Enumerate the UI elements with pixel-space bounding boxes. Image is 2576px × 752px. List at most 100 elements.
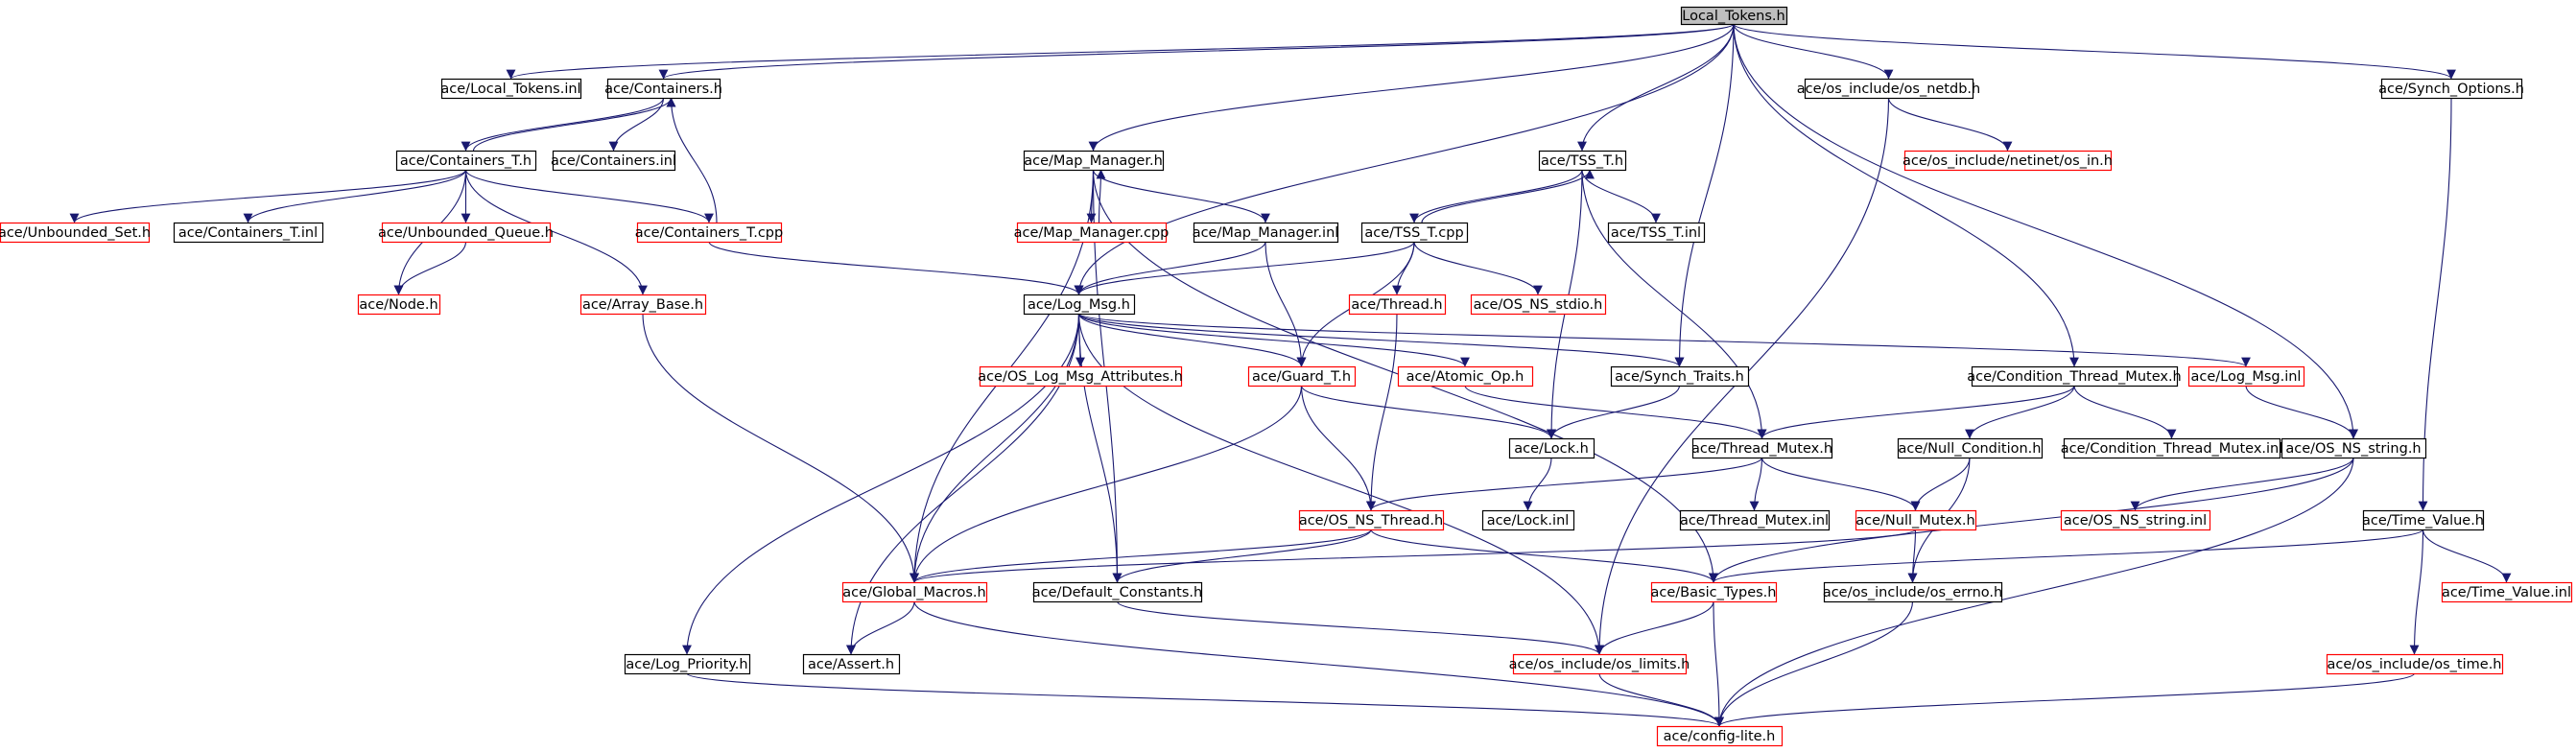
- node-box: [624, 653, 751, 675]
- edge-cond_thread_mutex_h-to-cond_thread_mutex_inl: [2073, 385, 2177, 439]
- node-box: [1397, 365, 1534, 388]
- node-log-msg-h[interactable]: ace/Log_Msg.h: [1023, 294, 1136, 316]
- node-os-ns-thread-h[interactable]: ace/OS_NS_Thread.h: [1299, 509, 1445, 531]
- node-label: ace/OS_NS_string.inl: [2064, 513, 2207, 529]
- node-label: ace/Synch_Options.h: [2378, 82, 2524, 97]
- node-containers-h[interactable]: ace/Containers.h: [604, 78, 722, 100]
- node-thread-mutex-inl[interactable]: ace/Thread_Mutex.inl: [1679, 509, 1831, 531]
- node-box: [2063, 437, 2281, 459]
- node-map-manager-inl[interactable]: ace/Map_Manager.inl: [1193, 222, 1339, 244]
- node-box: [2187, 365, 2305, 388]
- node-label: ace/Log_Msg.inl: [2191, 369, 2302, 385]
- node-default-constants-h[interactable]: ace/Default_Constants.h: [1032, 581, 1202, 603]
- node-box: [1650, 581, 1778, 603]
- node-containers-inl[interactable]: ace/Containers.inl: [551, 150, 676, 172]
- node-os-ns-string-inl[interactable]: ace/OS_NS_string.inl: [2060, 509, 2211, 531]
- node-unbounded-queue-h[interactable]: ace/Unbounded_Queue.h: [378, 222, 554, 244]
- node-containers-t-h[interactable]: ace/Containers_T.h: [395, 150, 537, 172]
- node-os-log-msg-attr-h[interactable]: ace/OS_Log_Msg_Attributes.h: [978, 365, 1183, 388]
- node-lock-inl[interactable]: ace/Lock.inl: [1481, 509, 1575, 531]
- node-containers-t-inl[interactable]: ace/Containers_T.inl: [173, 222, 324, 244]
- edge-map_manager_h-to-map_manager_inl: [1092, 169, 1270, 223]
- node-thread-mutex-h[interactable]: ace/Thread_Mutex.h: [1691, 437, 1833, 459]
- node-cond-thread-mutex-h[interactable]: ace/Condition_Thread_Mutex.h: [1967, 365, 2182, 388]
- edge-guard_t_h-to-os_ns_thread_h: [1300, 385, 1376, 511]
- edges-layer: [69, 23, 2512, 727]
- edge-default_constants_h-to-os_limits_h: [1116, 600, 1604, 655]
- node-global-macros-h[interactable]: ace/Global_Macros.h: [841, 581, 988, 603]
- node-null-mutex-h[interactable]: ace/Null_Mutex.h: [1855, 509, 1977, 531]
- node-log-priority-h[interactable]: ace/Log_Priority.h: [624, 653, 751, 675]
- node-netinet-in-h[interactable]: ace/os_include/netinet/os_in.h: [1902, 150, 2113, 172]
- node-label: ace/Node.h: [359, 297, 437, 313]
- edge-map_manager_cpp-to-map_manager_h: [1096, 169, 1106, 223]
- node-label: ace/Thread_Mutex.inl: [1680, 513, 1829, 529]
- edge-unbounded_queue_h-to-node_h: [393, 241, 467, 295]
- edge-containers_t_h-to-unbounded_set_h: [69, 169, 467, 223]
- edge-containers_t_h-to-containers_h: [472, 97, 676, 152]
- edge-containers_t_cpp-to-containers_h: [666, 97, 718, 223]
- node-null-condition-h[interactable]: ace/Null_Condition.h: [1897, 437, 2044, 459]
- node-map-manager-h[interactable]: ace/Map_Manager.h: [1023, 150, 1165, 172]
- node-label: ace/Log_Msg.h: [1028, 297, 1130, 313]
- node-assert-h[interactable]: ace/Assert.h: [802, 653, 901, 675]
- node-label: ace/OS_Log_Msg_Attributes.h: [978, 369, 1183, 385]
- edge-os_time_h-to-config_lite_h: [1714, 672, 2416, 727]
- node-atomic-op-h[interactable]: ace/Atomic_Op.h: [1397, 365, 1534, 388]
- edge-containers_t_h-to-containers_t_cpp: [464, 169, 714, 223]
- node-containers-t-cpp[interactable]: ace/Containers_T.cpp: [635, 222, 783, 244]
- node-label: ace/Thread.h: [1351, 297, 1442, 313]
- node-label: ace/Null_Mutex.h: [1855, 513, 1974, 529]
- edge-synch_traits_h-to-lock_h: [1547, 385, 1681, 439]
- node-tss-t-cpp[interactable]: ace/TSS_T.cpp: [1360, 222, 1469, 244]
- node-os-time-h[interactable]: ace/os_include/os_time.h: [2326, 653, 2504, 675]
- node-label: ace/Containers_T.inl: [178, 225, 318, 241]
- edge-lock_h-to-lock_inl: [1523, 457, 1552, 511]
- node-time-value-inl[interactable]: ace/Time_Value.inl: [2441, 581, 2573, 603]
- node-os-limits-h[interactable]: ace/os_include/os_limits.h: [1509, 653, 1690, 675]
- node-time-value-h[interactable]: ace/Time_Value.h: [2362, 509, 2485, 531]
- node-label: ace/os_include/os_time.h: [2328, 657, 2502, 672]
- node-lock-h[interactable]: ace/Lock.h: [1508, 437, 1595, 459]
- edge-time_value_h-to-time_value_inl: [2422, 529, 2512, 583]
- edge-array_base_h-to-global_macros_h: [642, 313, 919, 583]
- node-thread-h[interactable]: ace/Thread.h: [1348, 294, 1447, 316]
- edge-tss_t_h-to-tss_t_cpp: [1409, 169, 1583, 223]
- node-box: [1656, 725, 1784, 747]
- node-tss-t-h[interactable]: ace/TSS_T.h: [1538, 150, 1627, 172]
- node-label: ace/Local_Tokens.inl: [440, 82, 580, 97]
- node-label: ace/Default_Constants.h: [1032, 585, 1202, 600]
- node-log-msg-inl[interactable]: ace/Log_Msg.inl: [2187, 365, 2305, 388]
- node-label: ace/Containers_T.h: [400, 153, 532, 169]
- edge-os_ns_thread_h-to-basic_types_h: [1370, 529, 1718, 583]
- node-box: [1348, 294, 1447, 316]
- node-tss-t-inl[interactable]: ace/TSS_T.inl: [1607, 222, 1706, 244]
- node-os-ns-stdio-h[interactable]: ace/OS_NS_stdio.h: [1470, 294, 1607, 316]
- node-local-tokens-inl[interactable]: ace/Local_Tokens.inl: [440, 78, 582, 100]
- node-config-lite-h[interactable]: ace/config-lite.h: [1656, 725, 1784, 747]
- edge-log_msg_h-to-log_priority_h: [682, 313, 1080, 655]
- node-box: [1971, 365, 2179, 388]
- node-guard-t-h[interactable]: ace/Guard_T.h: [1247, 365, 1357, 388]
- node-label: ace/Time_Value.h: [2362, 513, 2484, 529]
- node-label: ace/Assert.h: [808, 657, 894, 672]
- edge-tss_t_cpp-to-os_ns_stdio_h: [1413, 241, 1543, 295]
- node-os-errno-h[interactable]: ace/os_include/os_errno.h: [1823, 581, 2002, 603]
- node-synch-traits-h[interactable]: ace/Synch_Traits.h: [1610, 365, 1750, 388]
- node-node-h[interactable]: ace/Node.h: [357, 294, 441, 316]
- edge-tss_t_h-to-thread_mutex_h: [1581, 169, 1767, 439]
- node-os-ns-string-h[interactable]: ace/OS_NS_string.h: [2281, 437, 2427, 459]
- node-cond-thread-mutex-inl[interactable]: ace/Condition_Thread_Mutex.inl: [2061, 437, 2283, 459]
- node-box: [1903, 150, 2113, 172]
- edge-os_ns_string_h-to-os_ns_string_inl: [2130, 457, 2354, 511]
- edge-containers_t_h-to-containers_t_inl: [243, 169, 467, 223]
- node-os-netdb-h[interactable]: ace/os_include/os_netdb.h: [1797, 78, 1980, 100]
- node-map-manager-cpp[interactable]: ace/Map_Manager.cpp: [1014, 222, 1170, 244]
- edge-os_errno_h-to-config_lite_h: [1714, 600, 1914, 727]
- node-synch-options-h[interactable]: ace/Synch_Options.h: [2378, 78, 2524, 100]
- node-label: ace/Unbounded_Queue.h: [378, 225, 554, 241]
- node-array-base-h[interactable]: ace/Array_Base.h: [579, 294, 707, 316]
- node-box: [1680, 6, 1788, 26]
- node-basic-types-h[interactable]: ace/Basic_Types.h: [1650, 581, 1778, 603]
- node-unbounded-set-h[interactable]: ace/Unbounded_Set.h: [0, 222, 151, 244]
